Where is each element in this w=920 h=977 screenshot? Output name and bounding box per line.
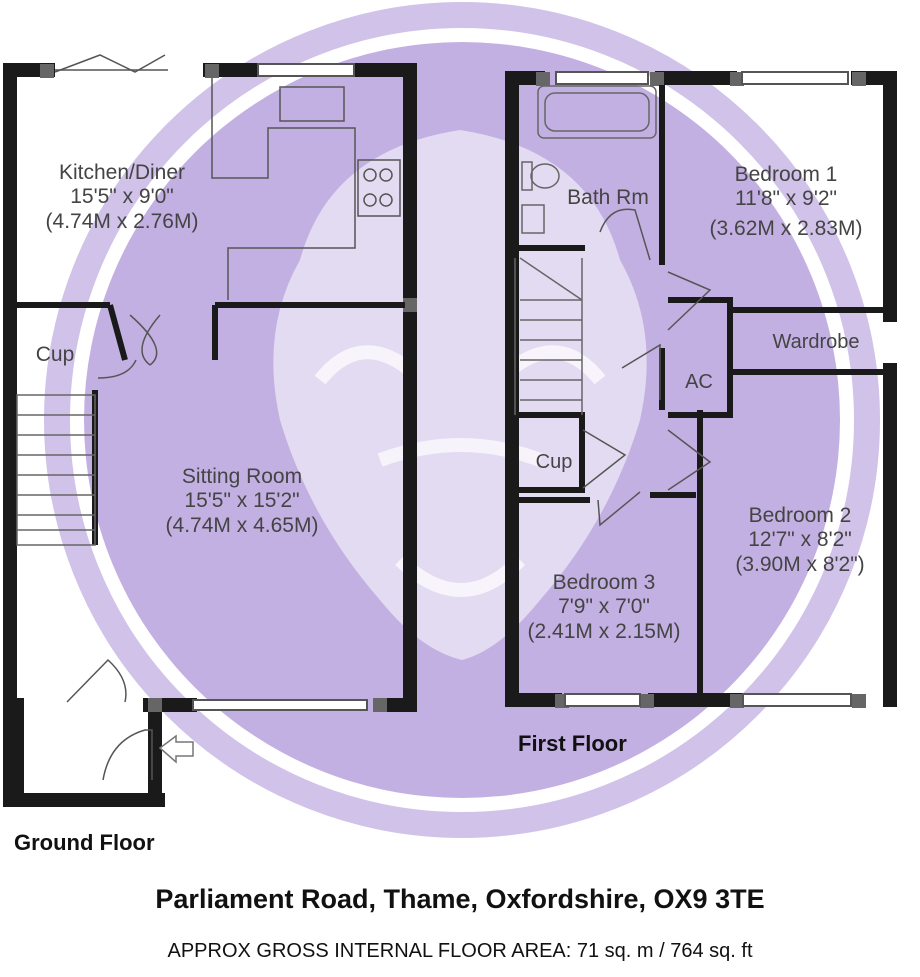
kitchen-metric: (4.74M x 2.76M) (46, 210, 199, 233)
first-floor-label: First Floor (518, 731, 627, 756)
lion-head-icon (273, 130, 647, 660)
bedroom2-metric: (3.90M x 8'2") (735, 553, 864, 576)
floor-area-text: APPROX GROSS INTERNAL FLOOR AREA: 71 sq.… (167, 940, 753, 962)
bedroom1-name: Bedroom 1 (735, 163, 838, 186)
kitchen-name: Kitchen/Diner (59, 161, 185, 184)
bath-room-label: Bath Rm (567, 186, 649, 209)
bedroom2-name: Bedroom 2 (749, 504, 852, 527)
sitting-room-metric: (4.74M x 4.65M) (166, 514, 319, 537)
ground-cup-label: Cup (36, 343, 75, 366)
bedroom1-imperial: 11'8" x 9'2" (735, 187, 837, 210)
bedroom1-metric: (3.62M x 2.83M) (710, 217, 863, 240)
bedroom3-metric: (2.41M x 2.15M) (528, 620, 681, 643)
watermark-logo (44, 2, 880, 838)
bedroom3-name: Bedroom 3 (553, 571, 656, 594)
wardrobe-label: Wardrobe (772, 331, 859, 353)
bedroom3-imperial: 7'9" x 7'0" (558, 595, 650, 618)
ground-floor-plan: Kitchen/Diner 15'5" x 9'0" (4.74M x 2.76… (3, 54, 417, 855)
first-floor-plan: Bath Rm Bedroom 1 11'8" x 9'2" (3.62M x … (505, 71, 897, 756)
ac-label: AC (685, 371, 713, 393)
first-cup-label: Cup (536, 451, 573, 473)
ground-floor-label: Ground Floor (14, 830, 155, 855)
kitchen-imperial: 15'5" x 9'0" (70, 185, 174, 208)
property-address: Parliament Road, Thame, Oxfordshire, OX9… (155, 884, 765, 914)
sitting-room-imperial: 15'5" x 15'2" (184, 489, 299, 512)
entrance-arrow-icon (158, 734, 194, 764)
bedroom2-imperial: 12'7" x 8'2" (748, 528, 852, 551)
sitting-room-name: Sitting Room (182, 465, 302, 488)
